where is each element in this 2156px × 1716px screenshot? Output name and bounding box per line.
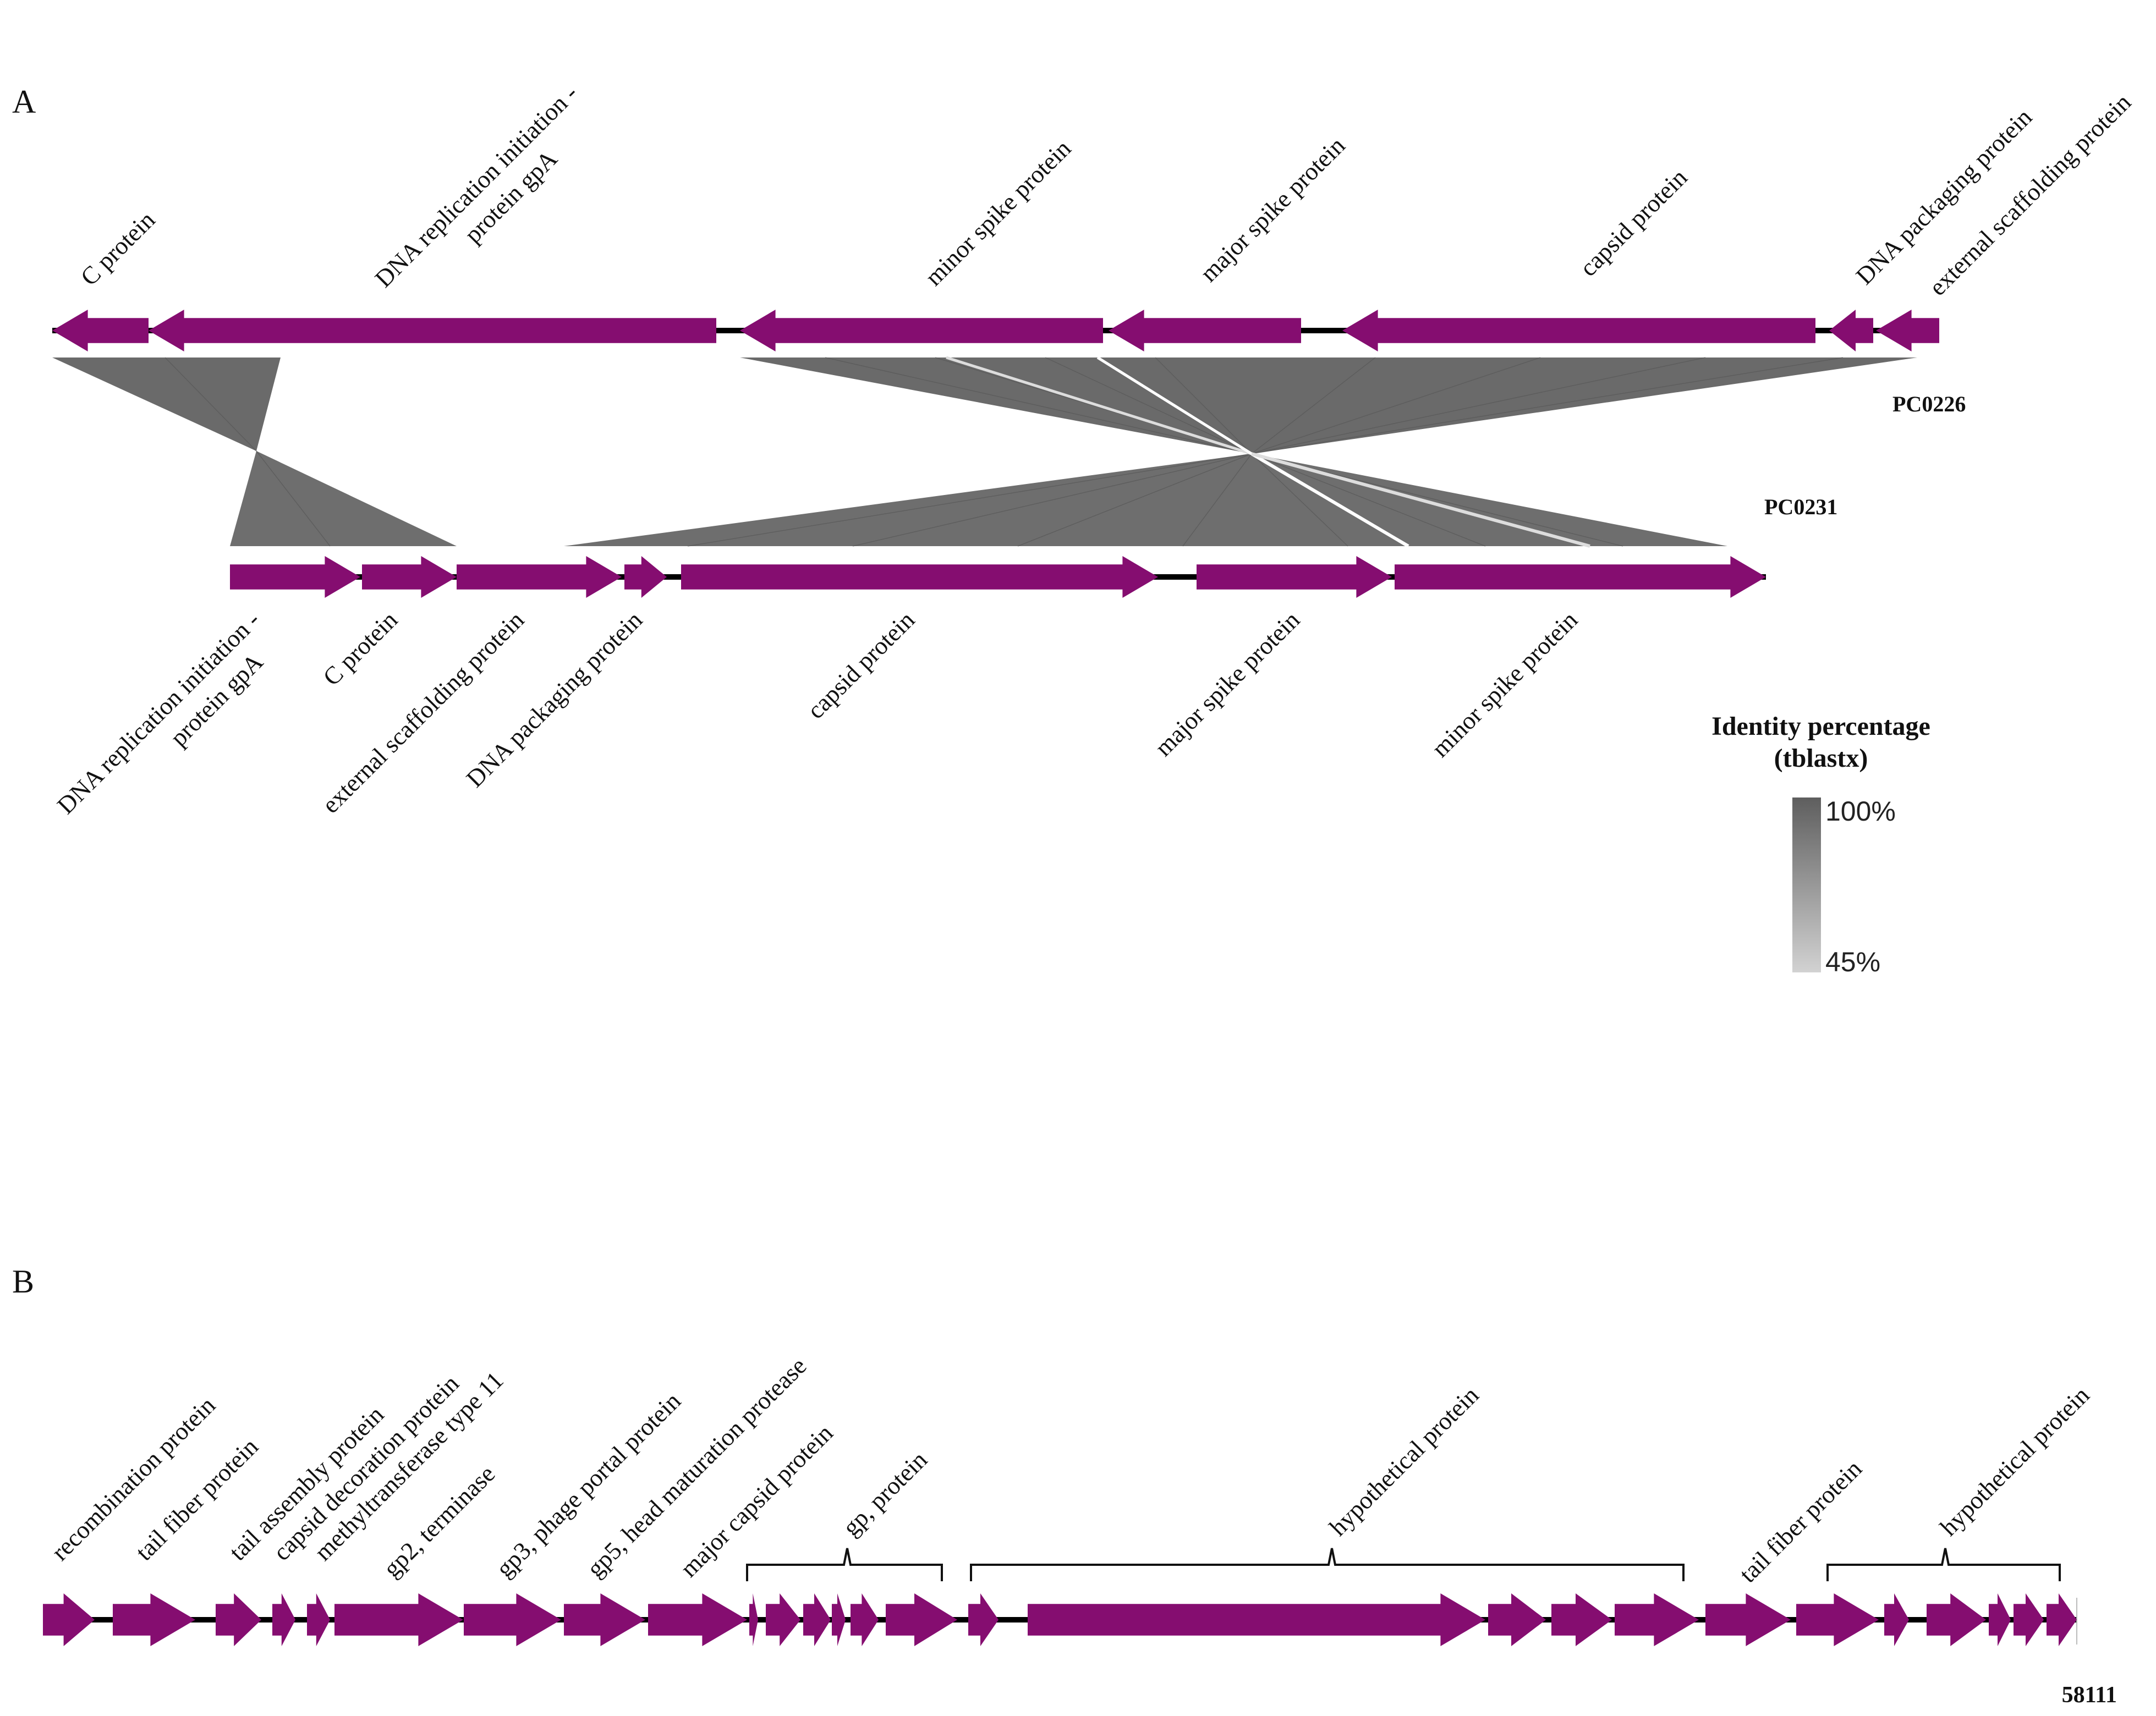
- genome-name-top: PC0226: [1892, 392, 1966, 416]
- gene-arrow-b-16: [968, 1593, 999, 1646]
- gene-label-bottom-major-spike: major spike protein: [1149, 606, 1305, 762]
- cluster-braces: [746, 1548, 2061, 1581]
- gene-arrow-b-24: [1927, 1593, 1986, 1646]
- genome-name-bottom: PC0231: [1764, 494, 1837, 519]
- brace-gp-protein: [746, 1548, 943, 1581]
- identity-ribbons: [52, 356, 1917, 548]
- gene-label-b-hypothetical-1: hypothetical protein: [1324, 1381, 1484, 1541]
- low-identity-streaks: [946, 356, 1590, 548]
- gene-label-b-major-capsid: major capsid protein: [675, 1419, 838, 1582]
- legend-title-line2: (tblastx): [1774, 744, 1868, 773]
- gene-arrow-top-2: [149, 310, 716, 351]
- gene-track-bottom: [230, 556, 1766, 598]
- gene-label-b-recombination: recombination protein: [46, 1392, 221, 1566]
- gene-arrow-b-21: [1705, 1593, 1791, 1646]
- gene-arrow-top-6: [1829, 310, 1873, 351]
- gene-arrow-top-3: [740, 310, 1103, 351]
- gene-arrow-bottom-5: [681, 556, 1158, 598]
- gene-label-bottom-minor-spike: minor spike protein: [1426, 606, 1583, 763]
- gene-label-top-gpa-line1: DNA replication initiation -: [370, 79, 583, 293]
- identity-ribbon-hatching: [164, 357, 1844, 547]
- gene-arrow-b-7: [464, 1593, 561, 1646]
- gene-arrow-top-1: [52, 310, 149, 351]
- panel-b-label: B: [12, 1263, 34, 1300]
- gene-arrow-b-19: [1551, 1593, 1612, 1646]
- gene-arrow-bottom-1: [230, 556, 360, 598]
- gene-label-top-c-protein: C protein: [75, 206, 161, 291]
- identity-ribbon-c-protein: [230, 451, 457, 546]
- legend-min-label: 45%: [1825, 947, 1880, 977]
- gene-arrow-b-20: [1615, 1593, 1699, 1646]
- gene-arrow-top-5: [1342, 310, 1815, 351]
- gene-arrow-b-1: [43, 1593, 95, 1646]
- gene-label-b-tail-fiber-2: tail fiber protein: [1734, 1455, 1867, 1588]
- gene-arrow-b-14: [851, 1593, 879, 1646]
- gene-label-b-hypothetical-2: hypothetical protein: [1935, 1381, 2095, 1541]
- gene-arrow-bottom-3: [457, 556, 622, 598]
- gene-label-bottom-c-protein: C protein: [317, 606, 403, 691]
- gene-arrow-b-13: [832, 1593, 846, 1646]
- gene-arrow-bottom-2: [362, 556, 457, 598]
- gene-label-top-minor-spike: minor spike protein: [920, 134, 1077, 291]
- gene-arrow-bottom-4: [624, 556, 667, 598]
- genome-name-b: 58111: [2062, 1682, 2117, 1708]
- gene-arrow-bottom-7: [1395, 556, 1766, 598]
- gene-label-bottom-gpa: DNA replication initiation - protein gpA: [52, 606, 268, 820]
- gene-arrow-b-15: [886, 1593, 957, 1646]
- gene-arrow-bottom-6: [1197, 556, 1392, 598]
- panel-b: B 58111 recombination protein tail fiber…: [12, 1263, 2117, 1708]
- gene-arrow-b-17: [1028, 1593, 1485, 1646]
- brace-hypothetical-protein-2: [1826, 1548, 2061, 1581]
- gene-label-bottom-external-scaffolding: external scaffolding protein: [317, 606, 529, 818]
- gene-label-bottom-gpa-line1: DNA replication initiation -: [52, 606, 265, 820]
- gene-arrow-b-5: [307, 1593, 330, 1646]
- gene-arrow-b-9: [648, 1593, 747, 1646]
- gene-label-bottom-capsid: capsid protein: [802, 606, 920, 724]
- gene-arrow-b-18: [1488, 1593, 1546, 1646]
- gene-arrow-b-4: [272, 1593, 295, 1646]
- gene-arrow-b-8: [564, 1593, 645, 1646]
- gene-label-b-gp-protein: gp, protein: [837, 1446, 932, 1541]
- legend-gradient-bar: [1792, 798, 1821, 972]
- gene-arrow-b-12: [803, 1593, 831, 1646]
- gene-arrow-b-10: [749, 1593, 758, 1646]
- legend-title-line1: Identity percentage: [1711, 712, 1930, 741]
- gene-arrow-b-6: [334, 1593, 463, 1646]
- gene-arrow-b-23: [1884, 1593, 1909, 1646]
- gene-arrow-b-3: [216, 1593, 261, 1646]
- legend-max-label: 100%: [1825, 796, 1896, 827]
- gene-arrow-b-22: [1796, 1593, 1879, 1646]
- gene-label-top-capsid: capsid protein: [1575, 163, 1693, 282]
- gene-arrow-b-11: [766, 1593, 800, 1646]
- identity-ribbon-gpa: [52, 358, 281, 451]
- gene-arrow-b-25: [1989, 1593, 2011, 1646]
- gene-label-top-major-spike: major spike protein: [1195, 131, 1351, 287]
- gene-label-b-gp3-portal: gp3, phage portal protein: [491, 1387, 686, 1582]
- panel-a-label: A: [12, 84, 36, 120]
- gene-track-top: [52, 310, 1939, 351]
- identity-legend: Identity percentage (tblastx) 100% 45%: [1711, 712, 1930, 977]
- panel-a: A: [12, 79, 2136, 977]
- identity-ribbon-structural-bottom: [564, 454, 1727, 546]
- brace-hypothetical-protein-1: [970, 1548, 1685, 1581]
- gene-arrow-b-2: [113, 1593, 195, 1646]
- identity-ribbon-structural-top: [740, 358, 1917, 454]
- gene-arrow-b-27: [2047, 1593, 2077, 1646]
- gene-arrow-top-4: [1109, 310, 1301, 351]
- gene-track-b: [43, 1593, 2077, 1646]
- gene-arrow-b-26: [2014, 1593, 2044, 1646]
- gene-arrow-top-7: [1876, 310, 1939, 351]
- gene-label-top-gpa: DNA replication initiation - protein gpA: [370, 79, 583, 293]
